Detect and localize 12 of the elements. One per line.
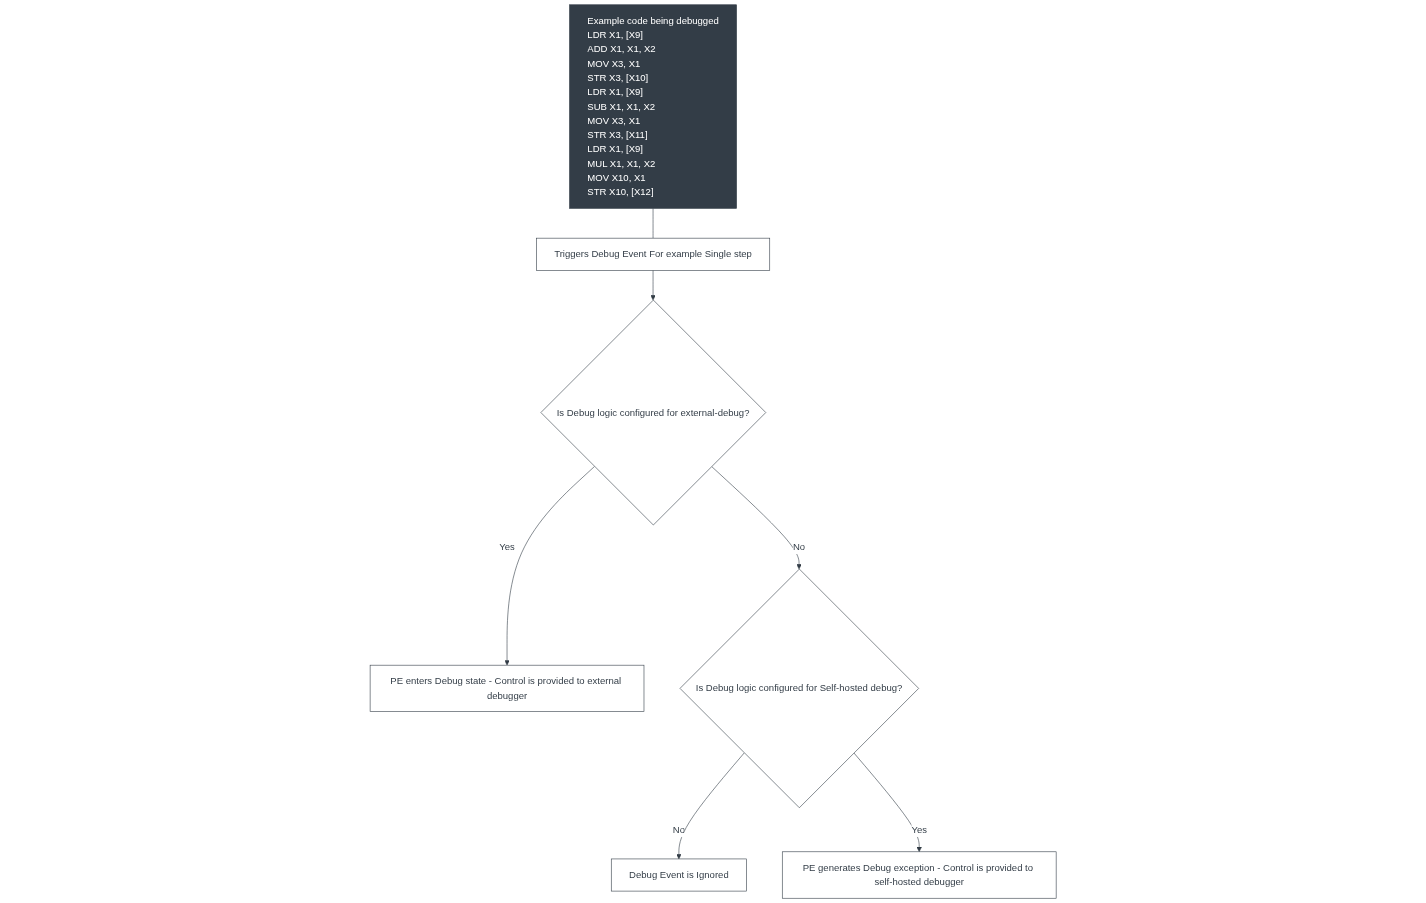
connector	[652, 208, 654, 239]
node-diamond: Is Debug logic configured for external-debug?	[540, 299, 766, 526]
edge-label: No	[792, 541, 806, 552]
node-diamond: Is Debug logic configured for Self-hosted debug?	[679, 568, 919, 809]
edge-label: No	[672, 824, 685, 835]
node-box: PE enters Debug state - Control is provided to external debugger	[369, 664, 645, 712]
node-box: Example code being debugged LDR X1, [X9] ADD X1, X1, X2 MOV X3, X1 STR X3, [X10] LDR X1, [X9] SUB X1, X1, X2 MOV X3, X1 STR X3, [X11] LDR X1, [X9] MUL X1, X1, X2 MOV X10, X1 STR X10, [X12]	[569, 4, 737, 209]
node-box: Triggers Debug Event For example Single step	[535, 237, 770, 271]
edge-label: Yes	[499, 541, 515, 552]
node-box: PE generates Debug exception - Control is provided to self-hosted debugger	[781, 851, 1057, 899]
node-box: Debug Event is Ignored	[610, 858, 747, 892]
edge-label: Yes	[911, 824, 927, 835]
